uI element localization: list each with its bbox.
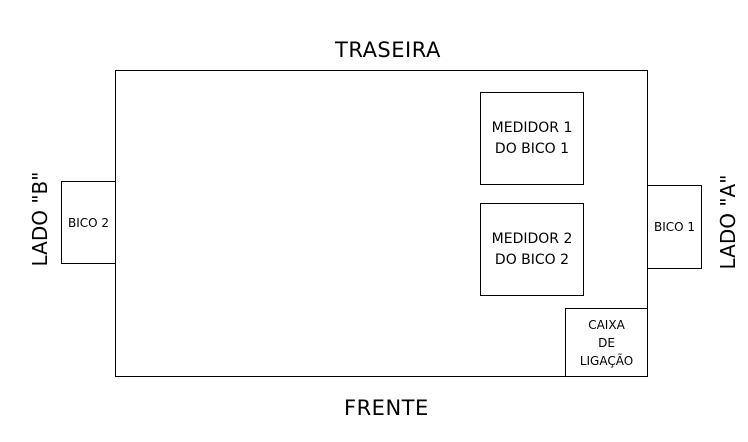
nozzle-1-label: BICO 1 (653, 220, 696, 234)
nozzle-2-label: BICO 2 (67, 215, 110, 230)
junction-box: CAIXA DE LIGAÇÃO (565, 308, 648, 377)
nozzle-2-box: BICO 2 (61, 181, 116, 264)
side-b-label: LADO "B" (28, 171, 52, 267)
meter-1-box: MEDIDOR 1 DO BICO 1 (480, 92, 584, 185)
meter-2-line2: DO BICO 2 (494, 251, 570, 268)
junction-box-line2: DE (598, 335, 615, 350)
meter-1-line2: DO BICO 1 (494, 140, 570, 157)
junction-box-line1: CAIXA (588, 317, 625, 332)
junction-box-line3: LIGAÇÃO (579, 353, 634, 368)
side-a-label: LADO "A" (716, 174, 740, 270)
meter-2-box: MEDIDOR 2 DO BICO 2 (480, 203, 584, 296)
front-label: FRENTE (344, 396, 429, 420)
meter-2-line1: MEDIDOR 2 (491, 230, 573, 247)
meter-1-line1: MEDIDOR 1 (491, 119, 573, 136)
nozzle-1-box: BICO 1 (647, 185, 702, 269)
back-label: TRASEIRA (335, 38, 441, 62)
